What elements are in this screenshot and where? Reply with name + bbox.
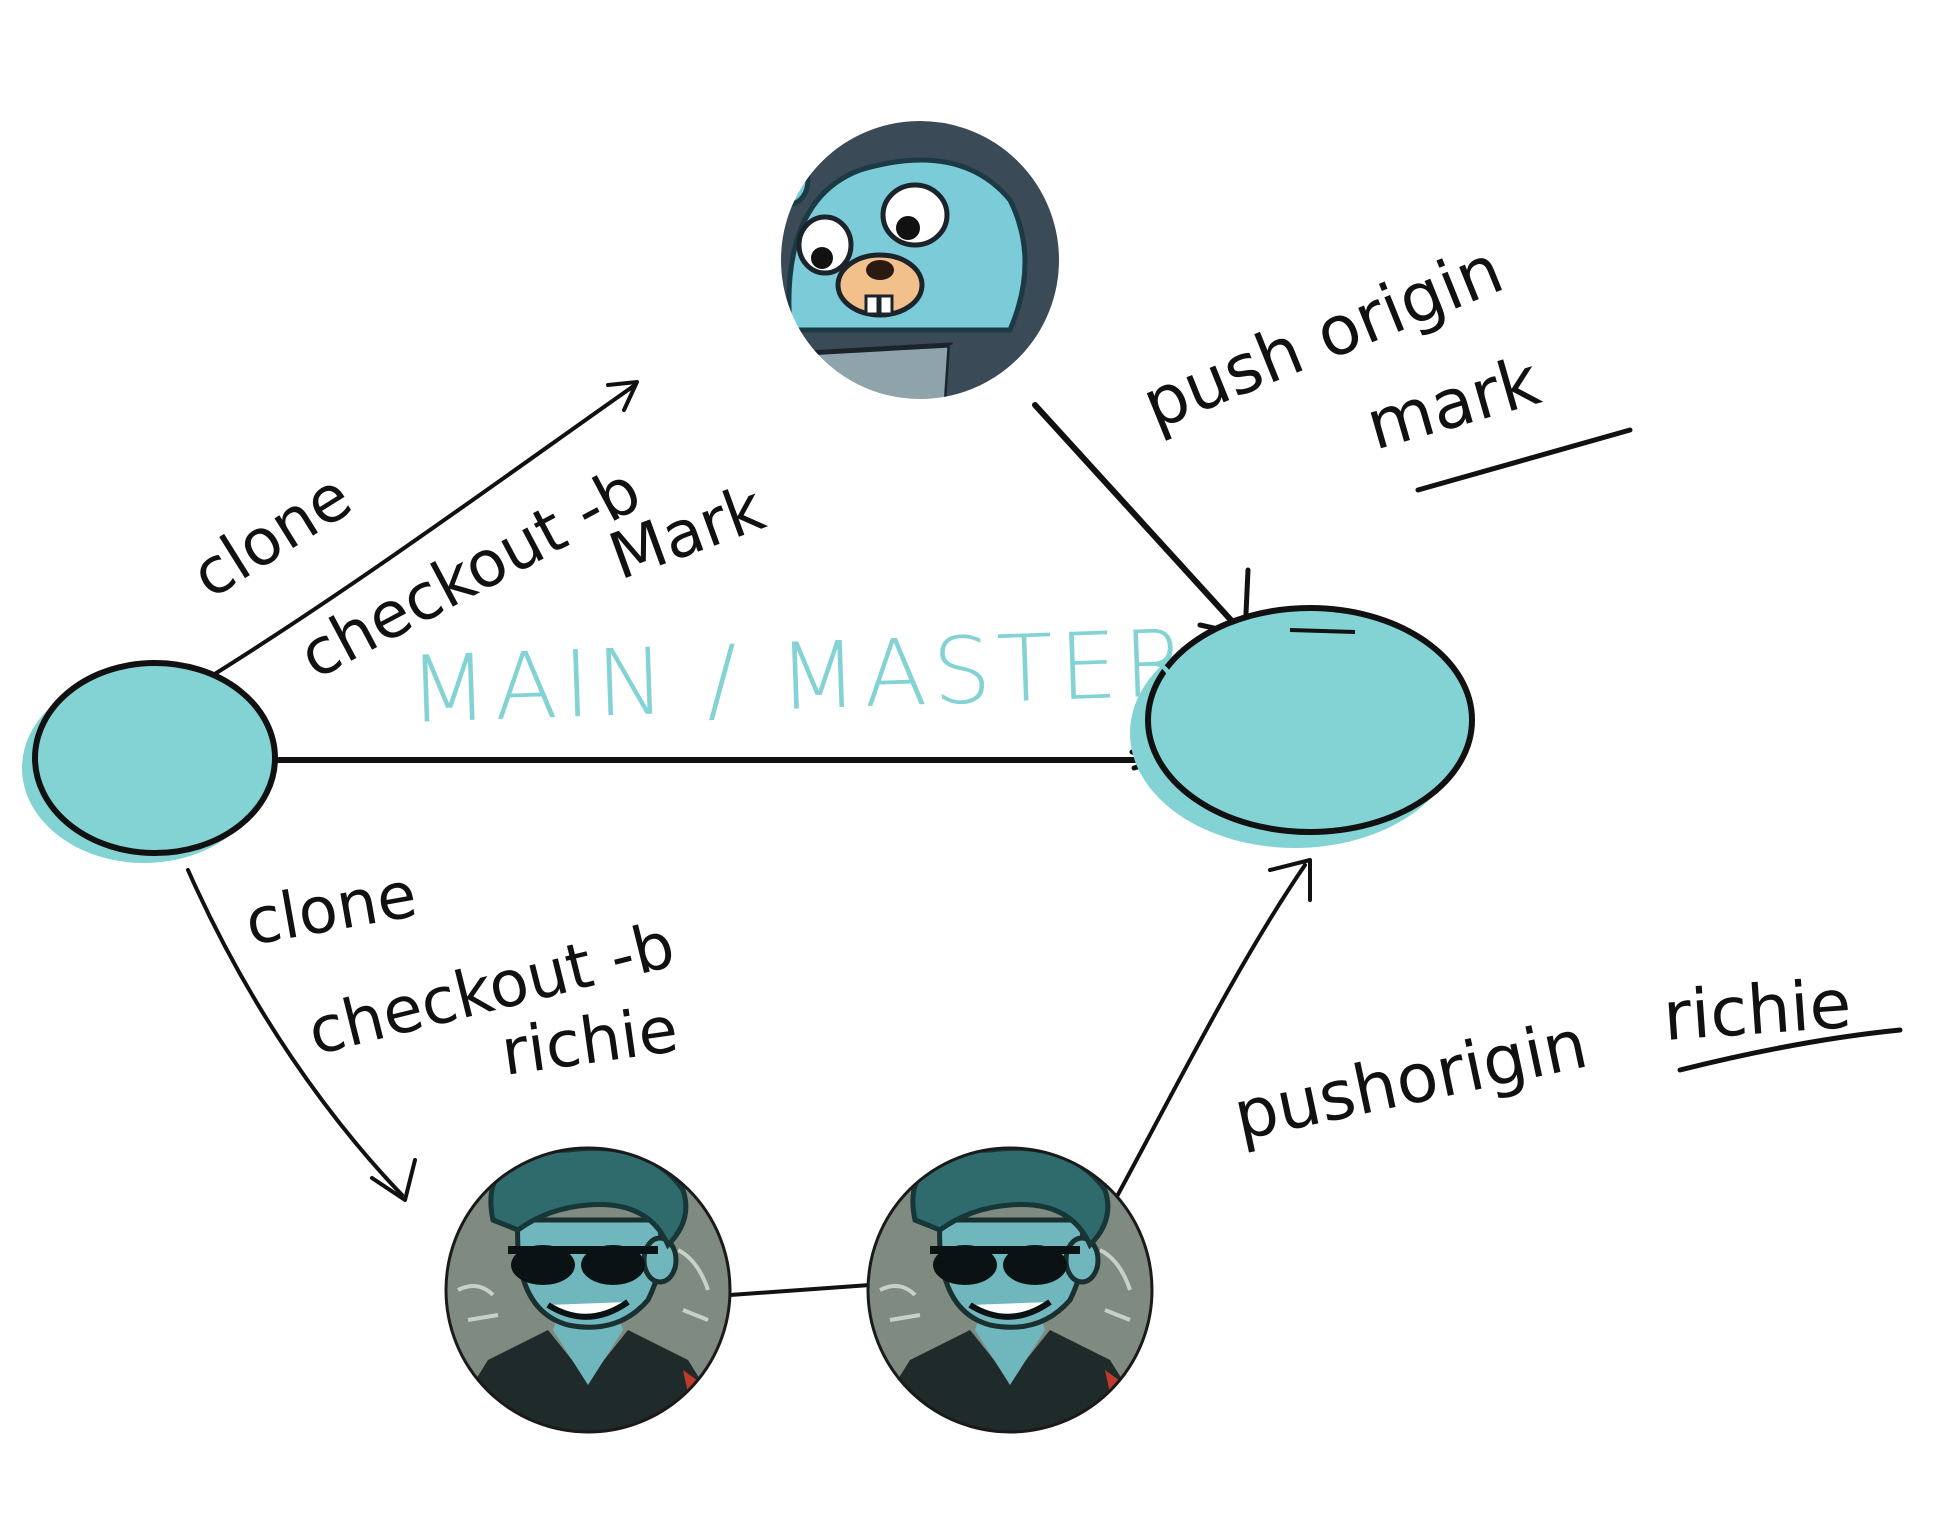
push-mark-underline [1415, 427, 1633, 493]
richie-sunglasses-avatar-icon [860, 1140, 1160, 1440]
push-mark-arrow [1032, 402, 1243, 633]
clone-richie-line1: clone [240, 858, 422, 961]
gopher-hooded-avatar-icon [780, 120, 1060, 400]
push-mark-line2: mark [1358, 342, 1549, 466]
push-richie-arrowhead [1268, 858, 1312, 902]
clone-richie-arrowhead [370, 1158, 417, 1202]
main-start-node [22, 660, 278, 863]
main-end-node [1130, 605, 1475, 848]
clone-mark-arrowhead [606, 380, 639, 412]
push-richie-prefix: pushorigin [1227, 1005, 1594, 1157]
push-richie-underline [1677, 1027, 1903, 1073]
richie-sunglasses-avatar-icon [438, 1140, 738, 1440]
clone-richie-arrow [186, 868, 404, 1197]
richie-commit-link [728, 1283, 872, 1297]
push-richie-arrow [1113, 863, 1307, 1202]
clone-mark-arrow [203, 383, 637, 682]
main-master-label: MAIN / MASTER [407, 610, 1195, 744]
clone-mark-line1: clone [179, 460, 364, 614]
push-richie-branch: richie [1661, 965, 1854, 1057]
